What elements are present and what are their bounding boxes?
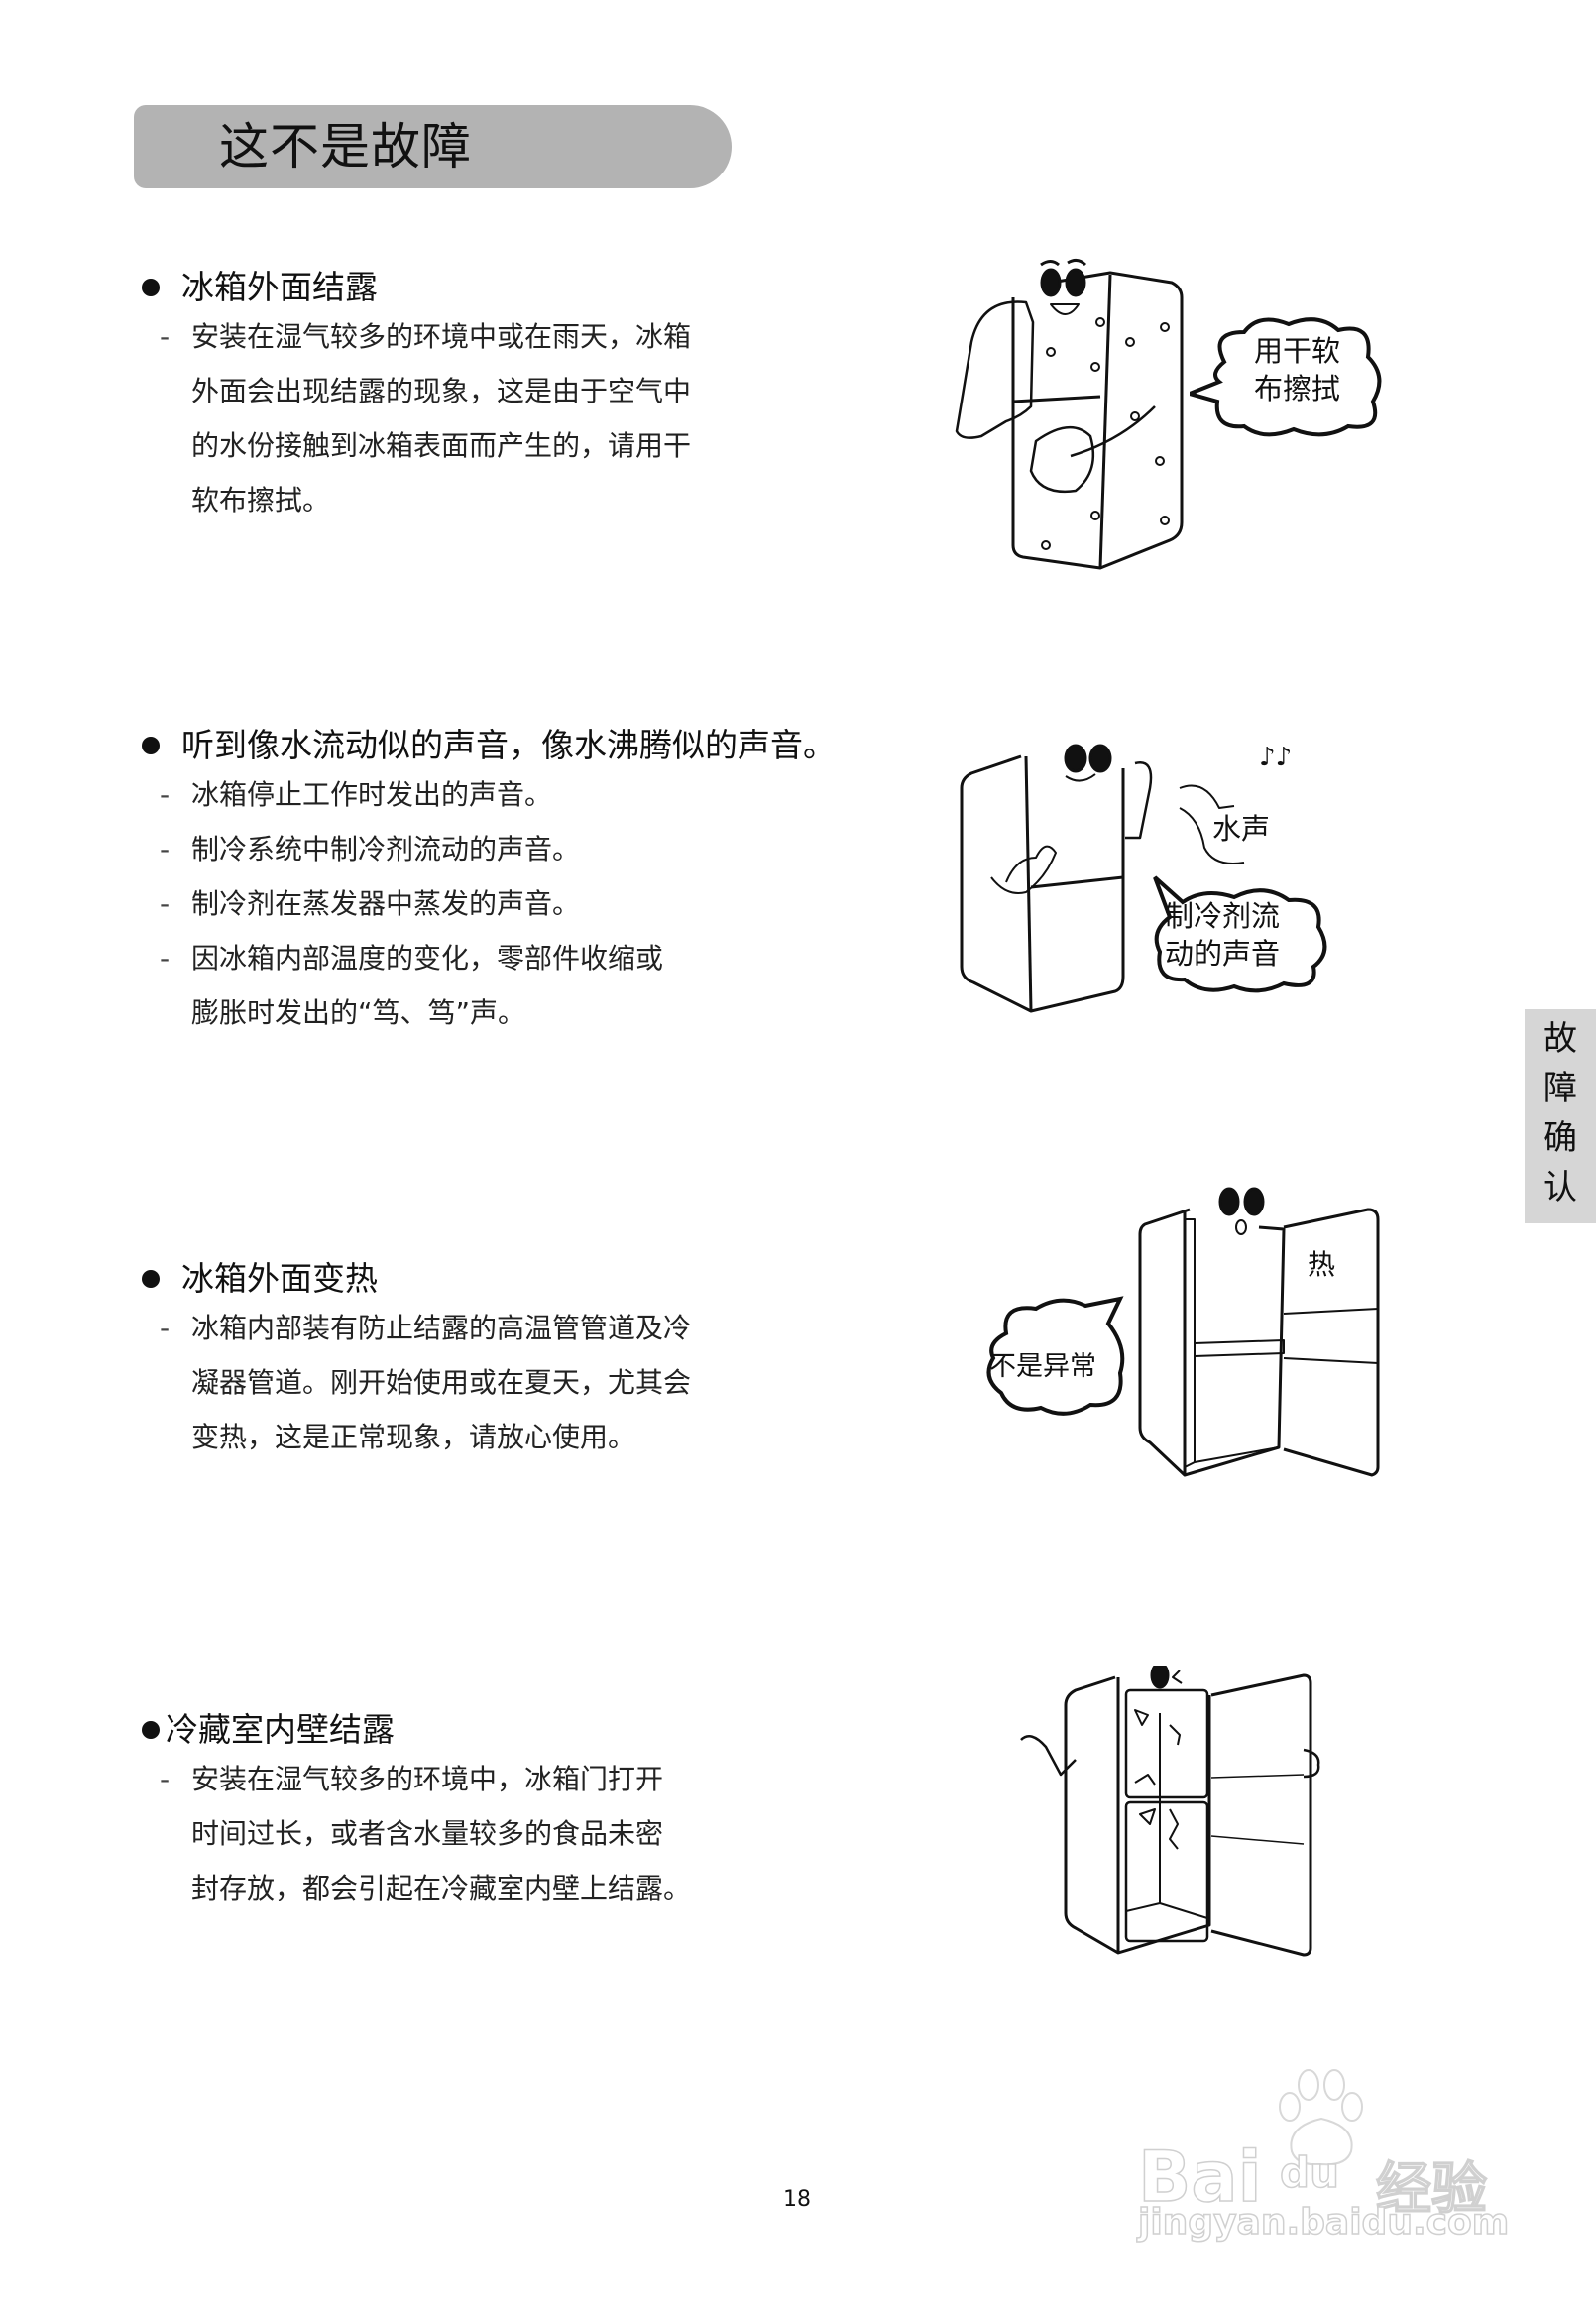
speech-bubble-icon: [1153, 875, 1327, 993]
heading-text: 冰箱外面变热: [181, 1259, 378, 1298]
heading-text: 听到像水流动似的声音，像水沸腾似的声音。: [181, 726, 836, 764]
section-heading: 冰箱外面变热: [142, 1257, 691, 1301]
bullet-icon: [142, 737, 160, 754]
body-line: -制冷剂在蒸发器中蒸发的声音。: [160, 887, 581, 920]
body-line: -冰箱内部装有防止结露的高温管管道及冷: [160, 1312, 692, 1344]
watermark-url: jingyan.baidu.com: [1137, 2201, 1510, 2244]
paw-logo-icon: [1279, 2069, 1363, 2166]
section-heading: 冰箱外面结露: [142, 266, 691, 309]
body-line: -制冷系统中制冷剂流动的声音。: [160, 833, 581, 865]
side-tab-char: 故: [1543, 1019, 1577, 1059]
side-tab-char: 认: [1543, 1168, 1577, 1208]
fridge-character-icon: [955, 258, 1184, 570]
watermark-brand-cn: 经验: [1375, 2156, 1488, 2223]
body-line: 软布擦拭。: [191, 484, 331, 517]
illustration-fridge-heat: 不是异常 热: [981, 1180, 1388, 1487]
body-line: 封存放，都会引起在冷藏室内壁上结露。: [191, 1872, 692, 1904]
bullet-icon: [142, 1721, 160, 1739]
side-tab-char: 障: [1543, 1069, 1577, 1108]
heading-text: 冷藏室内壁结露: [166, 1710, 395, 1749]
body-line: 变热，这是正常现象，请放心使用。: [191, 1421, 636, 1453]
speech-bubble-icon: [986, 1296, 1125, 1416]
body-line: 膨胀时发出的“笃、笃”声。: [191, 996, 526, 1029]
heading-text: 冰箱外面结露: [181, 268, 378, 306]
fridge-character-icon: [960, 744, 1245, 1013]
chapter-side-tab[interactable]: 故 障 确 认: [1525, 1009, 1596, 1223]
water-sound-label: 水声: [1212, 812, 1271, 846]
bullet-icon: [142, 1270, 160, 1288]
body-line: 凝器管道。刚开始使用或在夏天，尤其会: [191, 1366, 692, 1399]
watermark-brand-du: du: [1279, 2147, 1339, 2198]
illustration-fridge-listening: ♪♪ 水声 制冷剂流 动的声音: [947, 729, 1343, 1036]
illustration-fridge-wiping: 用干软 布擦拭: [922, 253, 1408, 580]
speech-bubble-icon: [1190, 317, 1382, 437]
bubble-text: 制冷剂流 动的声音: [1165, 899, 1281, 971]
watermark-brand: Bai: [1137, 2135, 1262, 2219]
body-line: 时间过长，或者含水量较多的食品未密: [191, 1817, 664, 1850]
body-line: -因冰箱内部温度的变化，零部件收缩或: [160, 942, 664, 975]
page-number: 18: [783, 2187, 811, 2212]
bullet-icon: [142, 279, 160, 296]
section-water-sounds: 听到像水流动似的声音，像水沸腾似的声音。 -冰箱停止工作时发出的声音。 -制冷系…: [142, 724, 836, 1040]
svg-text:热: 热: [1308, 1248, 1335, 1281]
side-tab-char: 确: [1543, 1118, 1577, 1158]
body-line: 的水份接触到冰箱表面而产生的，请用干: [191, 429, 692, 462]
section-exterior-condensation: 冰箱外面结露 -安装在湿气较多的环境中或在雨天，冰箱 外面会出现结露的现象，这是…: [142, 266, 691, 527]
section-heading: 冷藏室内壁结露: [142, 1708, 691, 1752]
illustration-fridge-interior: [1001, 1662, 1348, 1973]
bubble-text: 不是异常: [989, 1351, 1096, 1382]
section-exterior-heat: 冰箱外面变热 -冰箱内部装有防止结露的高温管管道及冷 凝器管道。刚开始使用或在夏…: [142, 1257, 691, 1464]
body-line: -安装在湿气较多的环境中，冰箱门打开: [160, 1763, 664, 1795]
baidu-watermark: Bai du 经验 jingyan.baidu.com: [1137, 2067, 1510, 2244]
body-line: -冰箱停止工作时发出的声音。: [160, 778, 553, 811]
section-heading: 听到像水流动似的声音，像水沸腾似的声音。: [142, 724, 836, 767]
body-line: 外面会出现结露的现象，这是由于空气中: [191, 375, 692, 407]
page-title: 这不是故障: [219, 118, 472, 175]
section-title-bar: 这不是故障: [134, 105, 732, 188]
bubble-text: 用干软 布擦拭: [1254, 334, 1341, 405]
fridge-open-icon: [1020, 1662, 1320, 1957]
body-line: -安装在湿气较多的环境中或在雨天，冰箱: [160, 320, 692, 353]
section-interior-condensation: 冷藏室内壁结露 -安装在湿气较多的环境中，冰箱门打开 时间过长，或者含水量较多的…: [142, 1708, 691, 1915]
music-note-icon: ♪♪: [1259, 743, 1293, 772]
fridge-open-icon: 热: [1138, 1187, 1380, 1477]
